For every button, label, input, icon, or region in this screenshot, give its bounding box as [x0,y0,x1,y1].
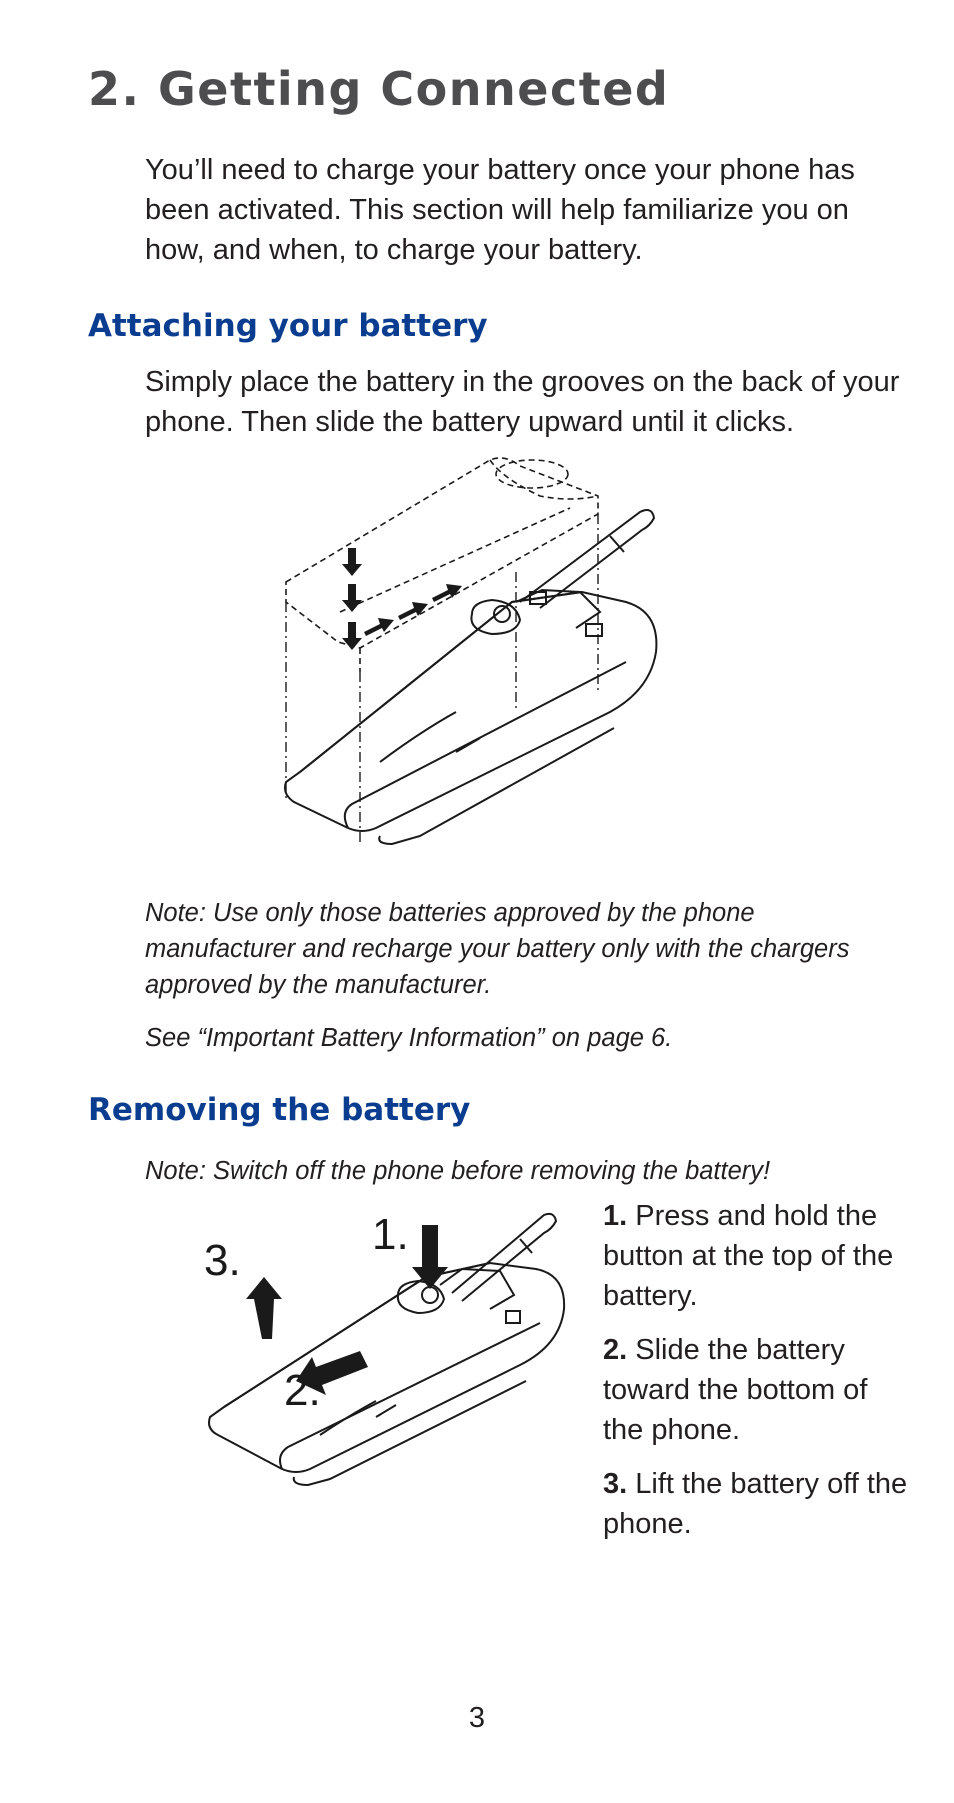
page-number: 3 [468,1702,486,1734]
removing-battery-heading: Removing the battery [88,1092,471,1128]
step-number: 3. [603,1468,628,1500]
step-number: 2. [603,1334,628,1366]
attaching-battery-text: Simply place the battery in the grooves … [145,366,900,438]
page-title: 2. Getting Connected [88,62,670,116]
remove-battery-illustration: 3. 1. 2. [200,1205,580,1490]
removal-steps: 1. Press and hold the button at the top … [603,1196,913,1558]
figure-label-1: 1. [372,1210,409,1259]
intro-paragraph: You’ll need to charge your battery once … [145,154,855,266]
step-text: Slide the battery toward the bottom of t… [603,1334,868,1446]
switch-off-note: Note: Switch off the phone before removi… [145,1157,771,1185]
step-2: 2. Slide the battery toward the bottom o… [603,1330,913,1450]
step-text: Press and hold the button at the top of … [603,1200,894,1312]
step-1: 1. Press and hold the button at the top … [603,1196,913,1316]
step-text: Lift the battery off the phone. [603,1468,908,1540]
step-3: 3. Lift the battery off the phone. [603,1464,913,1544]
attach-battery-illustration [280,452,700,852]
battery-approval-note: Note: Use only those batteries approved … [145,899,850,999]
attaching-battery-heading: Attaching your battery [88,308,488,344]
step-number: 1. [603,1200,628,1232]
battery-info-reference: See “Important Battery Information” on p… [145,1024,673,1052]
figure-label-3: 3. [204,1236,241,1285]
